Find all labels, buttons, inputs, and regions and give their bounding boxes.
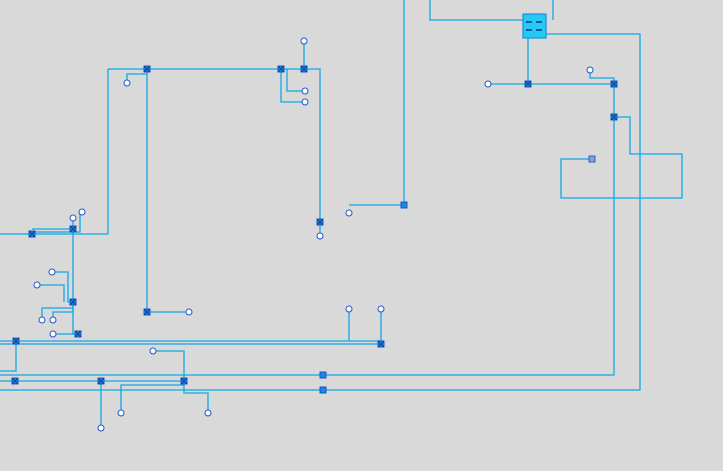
- x-node: [28, 230, 36, 238]
- wire: [183, 381, 209, 413]
- junction: [400, 201, 408, 209]
- x-node: [11, 377, 19, 385]
- terminal: [117, 409, 125, 417]
- wire: [108, 68, 321, 222]
- x-node: [524, 80, 532, 88]
- x-node: [74, 330, 82, 338]
- wire: [560, 116, 683, 199]
- junctions: [319, 201, 408, 394]
- x-node: [180, 377, 188, 385]
- terminal: [123, 79, 131, 87]
- wire: [32, 218, 74, 230]
- terminal: [301, 98, 309, 106]
- terminals: [33, 37, 594, 432]
- wire: [41, 307, 73, 320]
- wire: [589, 70, 615, 84]
- x-node: [300, 65, 308, 73]
- wire: [72, 229, 78, 335]
- terminal: [49, 316, 57, 324]
- wire: [52, 302, 74, 320]
- wire: [120, 384, 184, 413]
- wire: [349, 0, 405, 206]
- terminal: [149, 347, 157, 355]
- x-node: [377, 340, 385, 348]
- x-node: [97, 377, 105, 385]
- terminal: [78, 208, 86, 216]
- wire: [286, 69, 305, 92]
- wire: [0, 84, 615, 376]
- x-node: [69, 225, 77, 233]
- terminal: [48, 268, 56, 276]
- x-nodes: [11, 65, 618, 385]
- terminal: [49, 330, 57, 338]
- wire: [429, 0, 523, 21]
- terminal: [300, 37, 308, 45]
- x-node: [610, 113, 618, 121]
- wire: [0, 33, 641, 391]
- terminal: [345, 305, 353, 313]
- small-box: [588, 155, 596, 163]
- wires: [0, 0, 683, 428]
- wire: [0, 341, 17, 372]
- x-node: [69, 298, 77, 306]
- terminal: [69, 214, 77, 222]
- terminal: [345, 209, 353, 217]
- wire: [0, 69, 109, 235]
- junction: [319, 386, 327, 394]
- x-node: [143, 308, 151, 316]
- wire: [37, 284, 65, 302]
- x-node: [12, 337, 20, 345]
- wire: [153, 350, 185, 381]
- terminal: [301, 87, 309, 95]
- x-node: [277, 65, 285, 73]
- x-node: [316, 218, 324, 226]
- main-component[interactable]: [522, 13, 547, 39]
- x-node: [610, 80, 618, 88]
- terminal: [484, 80, 492, 88]
- wire: [52, 271, 73, 303]
- terminal: [38, 316, 46, 324]
- wire: [146, 69, 189, 313]
- terminal: [204, 409, 212, 417]
- terminal: [586, 66, 594, 74]
- terminal: [316, 232, 324, 240]
- terminal: [33, 281, 41, 289]
- x-node: [143, 65, 151, 73]
- wire: [280, 69, 305, 103]
- terminal: [377, 305, 385, 313]
- junction: [319, 371, 327, 379]
- terminal: [185, 308, 193, 316]
- terminal: [97, 424, 105, 432]
